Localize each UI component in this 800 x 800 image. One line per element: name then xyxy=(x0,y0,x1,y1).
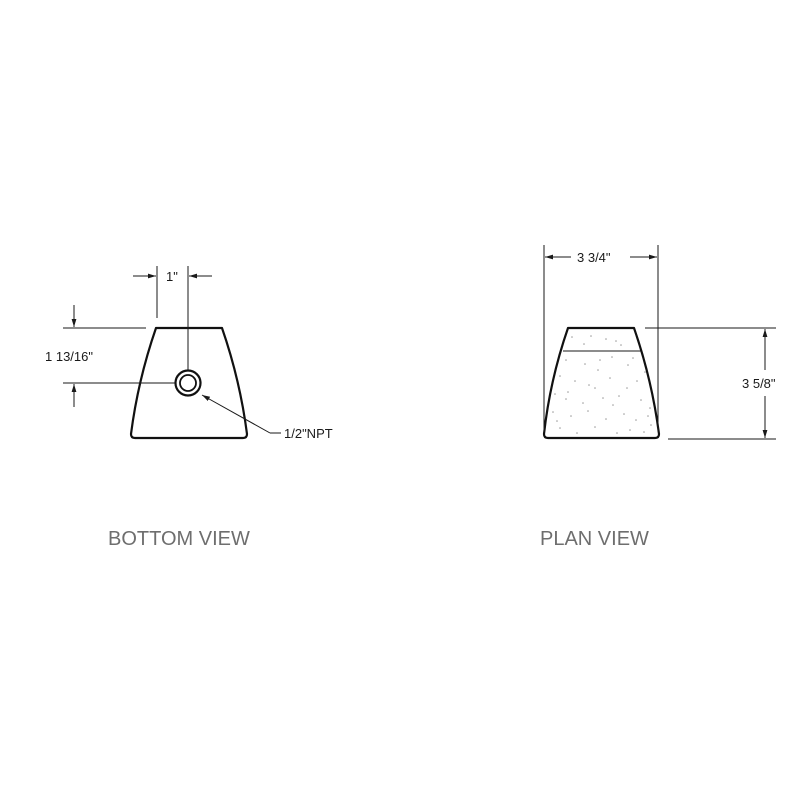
npt-port-icon xyxy=(174,369,202,397)
bottom-view-label: BOTTOM VIEW xyxy=(108,528,250,550)
dimension-height-offset-label: 1 13/16" xyxy=(45,349,93,364)
dimension-width: 3 3/4" xyxy=(543,245,659,432)
dimension-width-label: 3 3/4" xyxy=(577,250,611,265)
plan-view-label: PLAN VIEW xyxy=(540,528,649,550)
dimension-height-label: 3 5/8" xyxy=(742,376,776,391)
npt-callout-label: 1/2"NPT xyxy=(284,426,333,441)
dimension-height-offset: 1 13/16" xyxy=(45,305,175,407)
concrete-texture xyxy=(552,335,652,434)
dimension-width-offset-label: 1" xyxy=(166,269,178,284)
plan-view-outline xyxy=(542,326,661,440)
dimension-width-offset: 1" xyxy=(133,266,212,370)
dimension-height: 3 5/8" xyxy=(645,327,776,440)
bottom-view: 1" 1 13/16" 1/2"NPT BOTTOM VIEW xyxy=(45,266,333,550)
npt-callout: 1/2"NPT xyxy=(201,394,333,441)
bottom-view-outline xyxy=(129,326,249,440)
plan-view: 3 3/4" 3 5/8" PLAN VIEW xyxy=(540,245,776,550)
